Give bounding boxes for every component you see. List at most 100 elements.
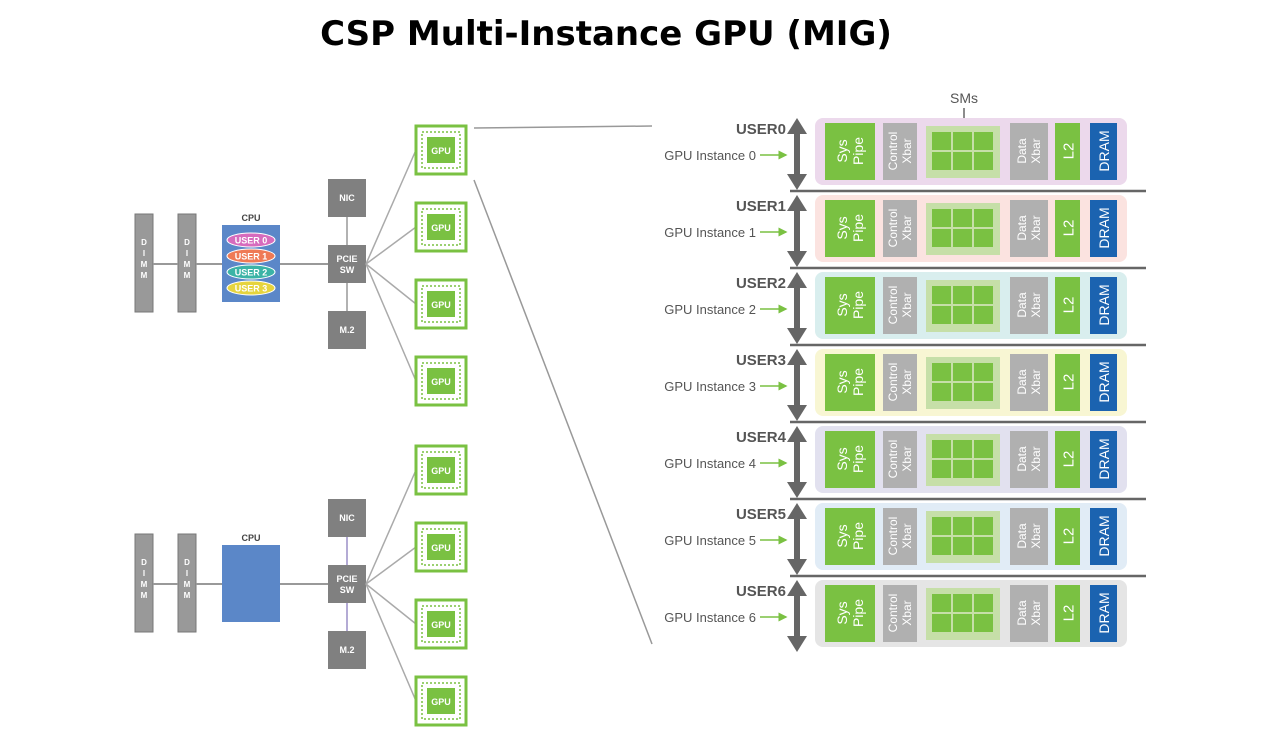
dram-label: DRAM: [1096, 592, 1112, 633]
m2-label: M.2: [339, 645, 354, 655]
pcie-gpu-link: [365, 263, 417, 305]
data-xbar-label-line2: Xbar: [1029, 369, 1043, 394]
dram-block: [1090, 277, 1117, 334]
instance-arrow-down-icon: [787, 559, 807, 575]
sm-cell: [974, 209, 993, 227]
control-xbar-label-line2: Xbar: [900, 600, 914, 625]
instance-arrow-up-icon: [787, 349, 807, 365]
sm-cell: [974, 460, 993, 478]
gpu-chip-2: GPU: [414, 278, 468, 330]
l2-label-text: L2: [1061, 605, 1078, 622]
cpu-label: CPU: [241, 533, 260, 543]
sys-pipe-block: [825, 200, 875, 257]
data-xbar-block: [1010, 585, 1048, 642]
sys-pipe-block: [825, 277, 875, 334]
data-xbar-label-line1: Data: [1015, 600, 1029, 626]
dimm-label-char: M: [184, 591, 191, 600]
cpu-user-label: USER 1: [235, 252, 268, 262]
dimm-label-char: M: [184, 580, 191, 589]
sm-cell: [974, 537, 993, 555]
data-xbar-label-line1: Data: [1015, 446, 1029, 472]
pcie-switch-block: [328, 565, 366, 603]
pcie-sw-label: SW: [340, 585, 355, 595]
pcie-gpu-link: [365, 226, 417, 265]
cpu-user-pill: [226, 264, 276, 280]
dimm-label-char: I: [186, 249, 188, 258]
l2-label-text: L2: [1061, 143, 1078, 160]
sys-pipe-label-line1: Sys: [834, 216, 850, 239]
sm-cell: [953, 286, 972, 304]
control-xbar-block: [883, 277, 917, 334]
pcie-label: PCIE: [336, 574, 357, 584]
control-xbar-label-line2: Xbar: [900, 215, 914, 240]
l2-label-text: L2: [1061, 297, 1078, 314]
gpu-label: GPU: [431, 543, 451, 553]
gpu-label: GPU: [431, 466, 451, 476]
sys-pipe-label-line2: Pipe: [850, 445, 866, 473]
instance-arrow-shaft: [794, 436, 800, 488]
data-xbar-label-line2: Xbar: [1029, 138, 1043, 163]
gpu-chip-1: GPU: [414, 521, 468, 573]
pcie-gpu-link: [365, 583, 417, 702]
sm-cell: [953, 152, 972, 170]
l2-label-text: L2: [1061, 374, 1078, 391]
data-xbar-label-line2: Xbar: [1029, 600, 1043, 625]
sys-pipe-block: [825, 508, 875, 565]
instance-user-label: USER3: [736, 352, 786, 369]
sm-cell: [974, 363, 993, 381]
sm-cell: [953, 594, 972, 612]
sys-pipe-label-line2: Pipe: [850, 214, 866, 242]
sm-cell: [932, 209, 951, 227]
cpu-label: CPU: [241, 213, 260, 223]
dram-label-text: DRAM: [1096, 438, 1112, 479]
instance-arrow-up-icon: [787, 272, 807, 288]
instance-arrow-shaft: [794, 282, 800, 334]
control-xbar-label-line1: Control: [886, 594, 900, 633]
cpu-user-label: USER 2: [235, 268, 268, 278]
sm-cell: [953, 132, 972, 150]
dram-block: [1090, 354, 1117, 411]
instance-arrow-shaft: [794, 128, 800, 180]
sys-pipe-label-line2: Pipe: [850, 522, 866, 550]
sys-pipe-block: [825, 585, 875, 642]
l2-label: L2: [1061, 297, 1078, 314]
instance-user-label: USER0: [736, 121, 786, 138]
instance-user-label: USER6: [736, 583, 786, 600]
control-xbar-label-line2: Xbar: [900, 138, 914, 163]
nic-label: NIC: [339, 193, 355, 203]
dram-label-text: DRAM: [1096, 130, 1112, 171]
instance-arrow-up-icon: [787, 426, 807, 442]
instance-arrow-down-icon: [787, 328, 807, 344]
sm-cell: [953, 614, 972, 632]
gpu-die: [427, 368, 455, 394]
gpu-chip-3: GPU: [414, 675, 468, 727]
pcie-gpu-link: [365, 546, 417, 585]
dimm-label-char: M: [184, 260, 191, 269]
control-xbar-block: [883, 585, 917, 642]
sm-cell: [932, 229, 951, 247]
dram-block: [1090, 123, 1117, 180]
instance-arrow-up-icon: [787, 195, 807, 211]
sm-cell: [953, 209, 972, 227]
control-xbar-label-line2: Xbar: [900, 369, 914, 394]
m2-label: M.2: [339, 325, 354, 335]
l2-label: L2: [1061, 220, 1078, 237]
data-xbar-block: [1010, 431, 1048, 488]
instance-arrow-up-icon: [787, 580, 807, 596]
sys-pipe-label-line1: Sys: [834, 370, 850, 393]
instance-user-label: USER1: [736, 198, 786, 215]
dimm-label-char: D: [141, 238, 147, 247]
dimm-label-char: D: [141, 558, 147, 567]
cpu-user-pill: [226, 232, 276, 248]
sm-cell: [932, 132, 951, 150]
l2-block: [1055, 508, 1080, 565]
instance-arrow-shaft: [794, 205, 800, 257]
instance-arrow-down-icon: [787, 636, 807, 652]
gpu-chip-3: GPU: [414, 355, 468, 407]
nic-label: NIC: [339, 513, 355, 523]
